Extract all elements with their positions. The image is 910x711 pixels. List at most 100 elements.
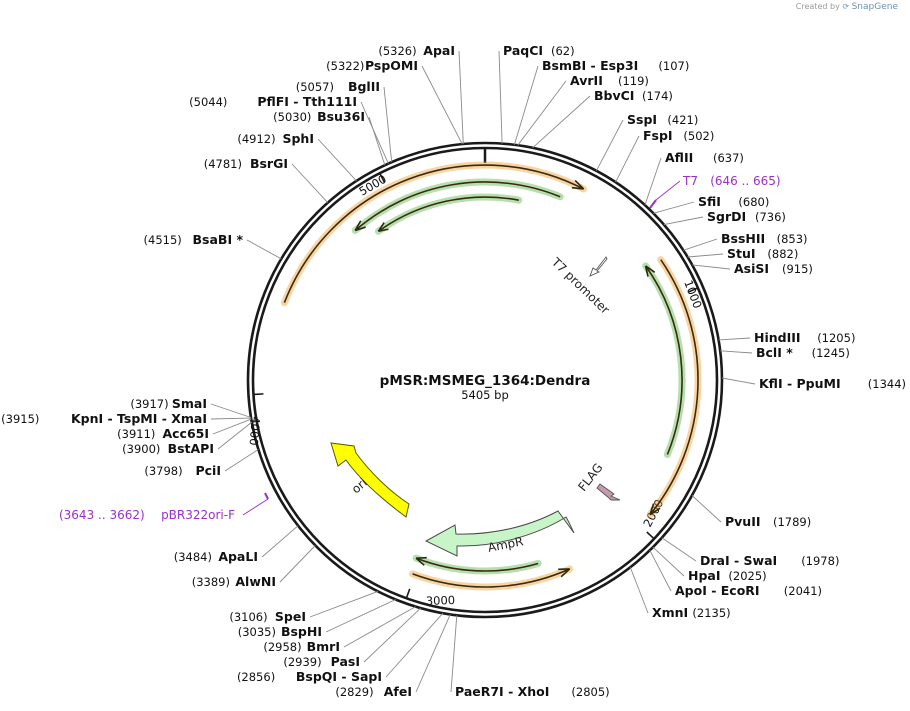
flag-feature: FLAG (575, 461, 621, 501)
site-name: BsmBI - Esp3I (542, 58, 638, 73)
site-afei[interactable]: AfeI(2829) (335, 614, 451, 699)
site-position: (1789) (773, 515, 811, 529)
site-leader (687, 253, 724, 258)
site-position: (736) (755, 210, 786, 224)
site-leader (363, 607, 422, 663)
site-leader (498, 50, 503, 144)
site-bsphi[interactable]: BspHI(3035) (238, 599, 396, 640)
site-leader (629, 567, 649, 614)
site-position: (2958) (263, 640, 301, 654)
site-apai[interactable]: ApaI (5326) (378, 43, 464, 145)
site-position: (107) (658, 59, 689, 73)
site-name: StuI (727, 246, 756, 261)
site-bspqi[interactable]: BspQI - SapI(2856) (237, 612, 444, 684)
site-bbvci[interactable]: BbvCI(174) (532, 88, 673, 149)
orange-arc-right-arrowhead-icon (649, 503, 661, 516)
site-leader (596, 119, 624, 172)
site-pspomi[interactable]: PspOMI(5322) (326, 58, 463, 145)
site-position: (3389) (192, 575, 230, 589)
site-name: XmnI (652, 605, 688, 620)
site-leader (309, 590, 379, 618)
site-asisi[interactable]: AsiSI(915) (692, 261, 813, 276)
site-bsabi[interactable]: BsaBI * (4515) (144, 232, 282, 260)
site-acc65i[interactable]: Acc65I(3911) (117, 418, 252, 441)
site-apali[interactable]: ApaLI(3484) (174, 525, 299, 564)
site-bmri[interactable]: BmrI (2958) (263, 606, 416, 654)
site-leader (210, 403, 252, 418)
tick-5000 (379, 172, 386, 183)
site-spei[interactable]: SpeI(3106) (229, 590, 379, 624)
site-name: BsaBI * (193, 232, 244, 247)
site-pvuii[interactable]: PvuII (1789) (691, 495, 811, 530)
site-pasi[interactable]: PasI(2939) (283, 607, 422, 669)
site-drai[interactable]: DraI - SwaI(1978) (661, 537, 840, 568)
site-pcii[interactable]: PciI(3798) (144, 449, 259, 478)
site-pflfi[interactable]: PflFI - Tth111I(5044) (189, 94, 389, 164)
site-sgrdi[interactable]: SgrDI(736) (663, 209, 786, 226)
site-bstapi[interactable]: BstAPI(3900) (122, 421, 253, 456)
site-smai[interactable]: SmaI (3917) (130, 396, 252, 418)
site-leader (450, 615, 458, 693)
site-bglii[interactable]: BglII(5057) (296, 79, 393, 163)
orange-arc-right (649, 259, 699, 516)
site-bcli[interactable]: BclI *(1245) (720, 345, 850, 360)
site-paqci[interactable]: PaqCI(62) (498, 43, 575, 144)
site-leader (721, 377, 756, 385)
site-stui[interactable]: StuI (882) (687, 246, 799, 261)
site-position: (5326) (378, 44, 416, 58)
green-arc-bottom (415, 557, 539, 572)
site-xmni[interactable]: XmnI (2135) (629, 567, 731, 620)
site-fspi[interactable]: FspI(502) (615, 128, 715, 183)
site-name: BmrI (307, 639, 340, 654)
site-position: (421) (667, 113, 698, 127)
site-hindiii[interactable]: HindIII(1205) (718, 330, 856, 345)
site-name: BglII (348, 79, 380, 94)
site-position: (2805) (571, 685, 609, 699)
primer-pbr322orif[interactable]: pBR322ori-F(3643 .. 3662) (59, 492, 269, 522)
site-paer7i[interactable]: PaeR7I - XhoI(2805) (450, 615, 610, 699)
site-sfii[interactable]: SfiI(680) (653, 194, 769, 214)
site-name: BclI * (756, 345, 793, 360)
primer-t7[interactable]: T7(646 .. 665) (649, 174, 781, 209)
site-leader (383, 86, 393, 163)
site-leader (692, 264, 731, 270)
site-leader (652, 546, 685, 577)
site-leader (210, 417, 252, 420)
site-sspi[interactable]: SspI(421) (596, 112, 698, 172)
site-alwni[interactable]: AlwNI(3389) (192, 545, 316, 590)
tick-4000 (253, 393, 264, 396)
primer-mark (649, 199, 657, 209)
site-leader (421, 65, 463, 145)
site-bsmbi[interactable]: BsmBI - Esp3I (107) (513, 58, 689, 145)
site-name: Acc65I (162, 426, 209, 441)
site-position: (2135) (692, 606, 730, 620)
site-position: (4912) (237, 132, 275, 146)
site-name: PspOMI (365, 58, 418, 73)
primer-leader (242, 498, 269, 516)
site-bsrgi[interactable]: BsrGI(4781) (204, 156, 329, 204)
site-leader (653, 201, 695, 214)
site-name: SmaI (172, 396, 207, 411)
site-leader (325, 599, 396, 633)
site-apoi[interactable]: ApoI - EcoRI(2041) (649, 550, 822, 598)
site-position: (4515) (144, 233, 182, 247)
site-leader (246, 239, 282, 260)
site-name: PvuII (725, 514, 761, 529)
site-bsshii[interactable]: BssHII(853) (683, 231, 808, 251)
site-sphi[interactable]: SphI(4912) (237, 131, 357, 182)
ori-feature: ori (330, 442, 410, 518)
site-aflii[interactable]: AflII(637) (644, 150, 744, 206)
site-position: (5044) (189, 95, 227, 109)
site-bsu36i[interactable]: Bsu36I(5030) (273, 109, 386, 166)
site-position: (3917) (130, 397, 168, 411)
site-name: AflII (665, 150, 693, 165)
site-position: (882) (767, 247, 798, 261)
site-hpai[interactable]: HpaI(2025) (652, 546, 767, 583)
backbone-outer-strand (246, 141, 724, 619)
site-kpni[interactable]: KpnI - TspMI - XmaI(3915) (1, 411, 252, 426)
site-kfli[interactable]: KflI - PpuMI(1344) (721, 376, 906, 391)
site-name: ApaI (423, 43, 455, 58)
site-avrii[interactable]: AvrII(119) (517, 73, 649, 146)
site-leader (718, 337, 751, 341)
